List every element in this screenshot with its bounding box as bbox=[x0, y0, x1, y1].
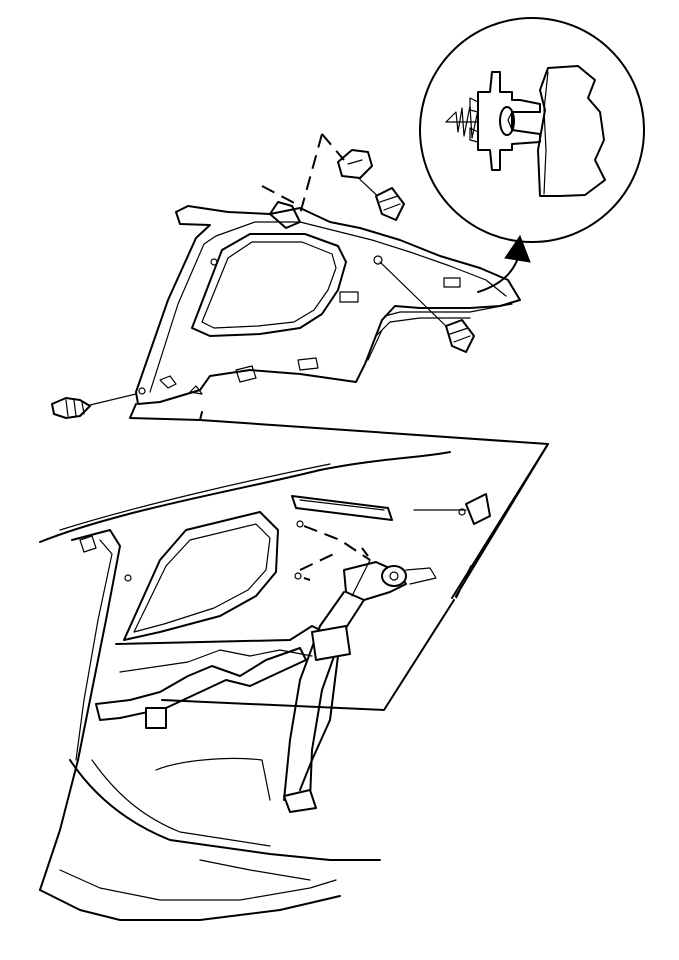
webbing-right-edge bbox=[309, 599, 365, 801]
trim-panel-screw-hole bbox=[373, 255, 383, 265]
retractor-hole bbox=[294, 572, 302, 580]
pillar-inner bbox=[75, 539, 113, 761]
rear-quarter-window-inner bbox=[133, 523, 271, 633]
body-side-ridge bbox=[119, 649, 313, 673]
seat-belt-retractor bbox=[294, 520, 437, 601]
trim-screw bbox=[379, 261, 475, 353]
trim-plug-icon bbox=[465, 493, 491, 525]
trim-panel-top-clip bbox=[269, 201, 301, 229]
screw-line bbox=[379, 261, 451, 331]
trim-panel-outline bbox=[135, 205, 521, 405]
trim-panel-window-opening bbox=[191, 233, 347, 337]
trim-panel-clip-slot bbox=[443, 277, 461, 288]
trim-panel-inner-edge bbox=[149, 221, 507, 393]
lower-body-curve-inner bbox=[91, 759, 271, 847]
seat-belt-webbing bbox=[283, 559, 371, 813]
quarter-trim-panel bbox=[135, 201, 521, 405]
screw-line bbox=[85, 393, 137, 407]
detail-pointer-arrow bbox=[477, 234, 531, 293]
vehicle-interior-side bbox=[39, 451, 491, 921]
trim-panel-clip-slot bbox=[339, 291, 359, 303]
retractor-hole bbox=[296, 520, 304, 528]
screw-thread-icon bbox=[379, 195, 401, 211]
trim-panel-hole bbox=[210, 258, 218, 266]
belt-latch-plate-icon bbox=[311, 625, 351, 661]
floor-line bbox=[59, 869, 337, 901]
trim-screw bbox=[349, 169, 405, 221]
detail-trim-section bbox=[537, 65, 606, 197]
lower-clip-icon bbox=[145, 707, 167, 729]
screw-thread-icon bbox=[449, 327, 471, 343]
trim-retainer-clip bbox=[337, 149, 373, 179]
webbing-guide bbox=[351, 559, 371, 597]
retractor-dashed-leader-2 bbox=[303, 525, 371, 561]
headliner-line bbox=[59, 463, 331, 531]
body-side-mounting-flange bbox=[95, 647, 307, 721]
trim-panel-window-inner bbox=[201, 241, 337, 329]
detail-retainer-clip bbox=[477, 71, 541, 171]
trim-panel-screw-hole bbox=[138, 387, 146, 395]
retainer-clip-detail bbox=[347, 159, 363, 165]
wheel-well-arch bbox=[155, 757, 271, 801]
leader-dashed-right bbox=[455, 559, 475, 599]
retractor-bolt-icon bbox=[381, 565, 407, 587]
detail-trim-edge bbox=[543, 71, 549, 195]
roof-rail-trim bbox=[291, 495, 393, 521]
rear-quarter-window bbox=[123, 511, 279, 641]
screw-head-icon bbox=[51, 397, 91, 419]
retractor-dashed-leader bbox=[299, 547, 369, 581]
screw-thread-icon bbox=[65, 399, 85, 417]
trim-panel-retainer-tabs bbox=[159, 357, 319, 395]
headliner-edge bbox=[39, 451, 451, 543]
detail-screw-head bbox=[499, 106, 515, 136]
leader-dashed-top bbox=[261, 133, 345, 215]
webbing-left-edge bbox=[283, 591, 345, 801]
pillar-clip bbox=[79, 535, 97, 553]
trim-panel-ledge bbox=[367, 303, 513, 361]
detail-callout bbox=[419, 17, 645, 243]
floor-edge bbox=[39, 889, 341, 921]
roof-rail-trim-line bbox=[299, 499, 385, 511]
lower-body-curve bbox=[69, 759, 381, 861]
projection-outline-lower bbox=[161, 443, 549, 711]
detail-clip-core bbox=[507, 111, 513, 131]
retainer-clip-icon bbox=[337, 149, 373, 179]
retractor-anchor bbox=[405, 567, 437, 585]
pillar-hole bbox=[124, 574, 132, 582]
detail-callout-circle bbox=[419, 17, 645, 243]
floor-line-2 bbox=[199, 859, 311, 881]
trim-plug-hole bbox=[458, 508, 466, 516]
retractor-bolt-center bbox=[389, 571, 399, 581]
arrow-head-icon bbox=[504, 234, 531, 263]
trim-screw bbox=[51, 393, 137, 419]
belt-lower-anchor-icon bbox=[283, 789, 317, 813]
retractor-housing bbox=[343, 561, 407, 601]
pillar-outer bbox=[39, 529, 121, 891]
